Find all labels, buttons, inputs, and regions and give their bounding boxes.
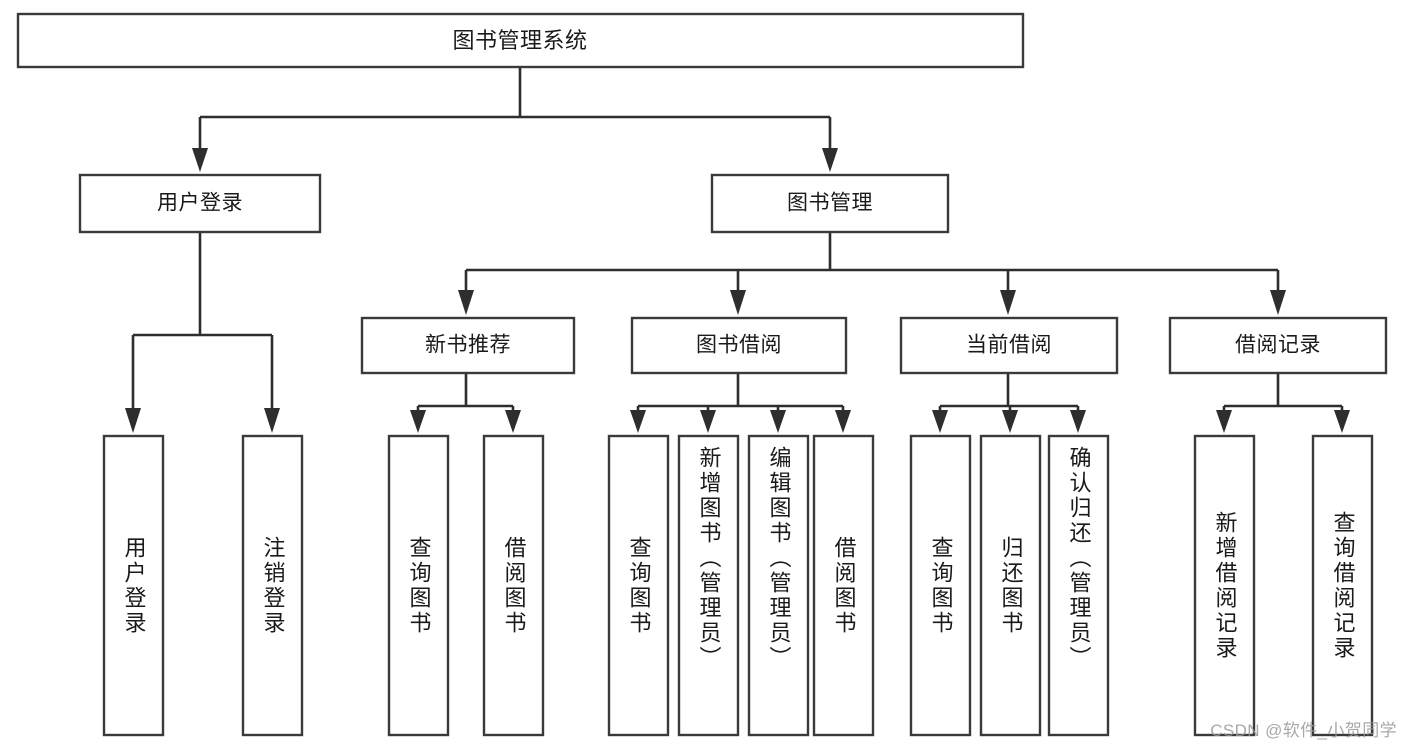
leaf-box-add-record-rect[interactable] [1193,434,1256,737]
arrow-book-to-n1-icon [458,290,474,315]
node-borrow-records-rect [1168,316,1388,375]
leaf-box-return-book-rect[interactable] [979,434,1042,737]
node-user-login[interactable]: 用户登录 [78,173,322,234]
node-borrow-records-label: 借阅记录 [1235,334,1321,357]
arrow-root-to-book-icon [822,148,838,172]
node-book-borrow-rect [630,316,848,375]
node-root-system-rect [16,12,1025,69]
arrow-newbooks-d1-icon [410,410,426,433]
node-book-management[interactable]: 图书管理 [710,173,950,234]
leaf-box-query-books-1-rect[interactable] [387,434,450,737]
connector-group-book-manage [458,232,1286,315]
arrow-user-to-leaf2-icon [264,408,280,433]
arrow-current-d1-icon [932,410,948,433]
arrow-borrow-d2-icon [700,410,716,433]
node-current-borrow-rect [899,316,1119,375]
node-book-borrow[interactable]: 图书借阅 [630,316,848,375]
leaf-box-edit-book-rect[interactable] [747,434,810,737]
arrow-borrow-d3-icon [770,410,786,433]
node-root-system-label: 图书管理系统 [452,28,587,53]
node-root-system[interactable]: 图书管理系统 [16,12,1025,69]
arrow-root-to-user-icon [192,148,208,172]
arrow-borrow-d1-icon [630,410,646,433]
connector-group-root [192,67,838,172]
leaf-box-query-books-3-rect[interactable] [909,434,972,737]
leaf-box-borrow-books-2-rect[interactable] [812,434,875,737]
arrow-user-to-leaf1-icon [125,408,141,433]
arrow-borrow-d4-icon [835,410,851,433]
node-book-management-rect [710,173,950,234]
arrow-book-to-n2-icon [730,290,746,315]
arrow-book-to-n4-icon [1270,290,1286,315]
connector-group-borrow [630,373,851,433]
leaf-box-user-login-rect[interactable] [102,434,165,737]
arrow-newbooks-d2-icon [505,410,521,433]
leaf-box-borrow-books-1-rect[interactable] [482,434,545,737]
leaf-box-confirm-return-rect[interactable] [1047,434,1110,737]
leaf-box-logout-rect[interactable] [241,434,304,737]
node-borrow-records[interactable]: 借阅记录 [1168,316,1388,375]
node-user-login-label: 用户登录 [157,192,243,215]
node-user-login-rect [78,173,322,234]
node-new-book-recommend[interactable]: 新书推荐 [360,316,576,375]
node-book-management-label: 图书管理 [787,192,873,215]
leaf-box-add-book-rect[interactable] [677,434,740,737]
arrow-book-to-n3-icon [1000,290,1016,315]
arrow-records-d2-icon [1334,410,1350,433]
leaf-boxes-group [102,434,1374,737]
connector-group-records [1216,373,1350,433]
leaf-box-query-record-rect[interactable] [1311,434,1374,737]
arrow-records-d1-icon [1216,410,1232,433]
node-current-borrow-label: 当前借阅 [966,334,1052,357]
node-current-borrow[interactable]: 当前借阅 [899,316,1119,375]
watermark-credit: CSDN @软件_小贺同学 [1210,721,1397,740]
connector-group-user-login [125,232,280,433]
connector-group-current [932,373,1086,433]
node-book-borrow-label: 图书借阅 [696,334,782,357]
leaf-box-query-books-2-rect[interactable] [607,434,670,737]
node-new-book-recommend-rect [360,316,576,375]
arrow-current-d2-icon [1002,410,1018,433]
connector-group-new-books [410,373,521,433]
node-new-book-recommend-label: 新书推荐 [425,334,511,357]
arrow-current-d3-icon [1070,410,1086,433]
